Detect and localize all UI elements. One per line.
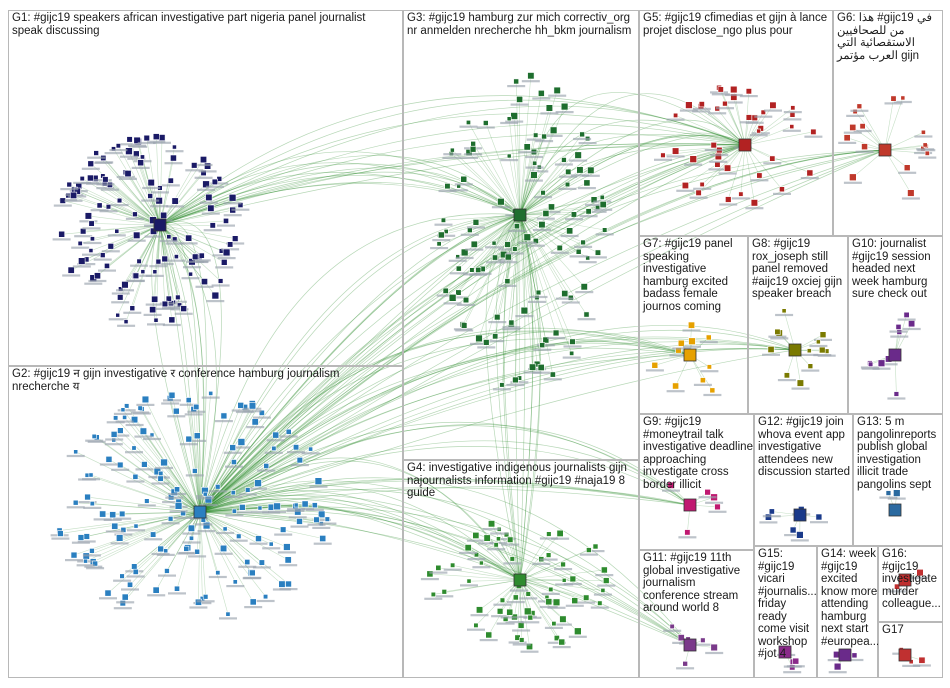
- group-label-g17: G17: [882, 624, 944, 637]
- group-panel-g15: G15: #gijc19 vicari #journalis... friday…: [754, 546, 817, 678]
- group-panel-g12: G12: #gijc19 join whova event app invest…: [754, 414, 853, 546]
- group-panel-g16: G16: #gijc19 investigate murder colleagu…: [878, 546, 943, 622]
- group-label-g6: G6: هذا #gijc19 في من للصحافيين الاستقصا…: [837, 12, 941, 62]
- group-panel-g4: G4: investigative indigenous journalists…: [403, 460, 639, 678]
- group-panel-g9: G9: #gijc19 #moneytrail talk investigati…: [639, 414, 754, 550]
- group-label-g3: G3: #gijc19 hamburg zur mich correctiv_o…: [407, 12, 639, 37]
- group-label-g15: G15: #gijc19 vicari #journalis... friday…: [758, 548, 818, 661]
- group-panel-g8: G8: #gijc19 rox_joseph still panel remov…: [748, 236, 848, 414]
- group-panel-g10: G10: journalist #gijc19 session headed n…: [848, 236, 943, 414]
- group-label-g14: G14: week #gijc19 excited know more atte…: [821, 548, 879, 648]
- group-label-g1: G1: #gijc19 speakers african investigati…: [12, 12, 397, 37]
- group-panel-g7: G7: #gijc19 panel speaking investigative…: [639, 236, 748, 414]
- group-label-g13: G13: 5 m pangolinreports publish global …: [857, 416, 943, 491]
- group-panel-g6: G6: هذا #gijc19 في من للصحافيين الاستقصا…: [833, 10, 943, 236]
- group-panel-g14: G14: week #gijc19 excited know more atte…: [817, 546, 878, 678]
- group-label-g8: G8: #gijc19 rox_joseph still panel remov…: [752, 238, 848, 301]
- group-label-g16: G16: #gijc19 investigate murder colleagu…: [882, 548, 944, 611]
- group-panel-g17: G17: [878, 622, 943, 678]
- group-panel-g3: G3: #gijc19 hamburg zur mich correctiv_o…: [403, 10, 639, 460]
- group-panel-g11: G11: #gijc19 11th global investigative j…: [639, 550, 754, 678]
- group-label-g5: G5: #gijc19 cfimedias et gijn à lance pr…: [643, 12, 831, 37]
- group-label-g10: G10: journalist #gijc19 session headed n…: [852, 238, 943, 301]
- group-label-g9: G9: #gijc19 #moneytrail talk investigati…: [643, 416, 755, 491]
- group-panel-g5: G5: #gijc19 cfimedias et gijn à lance pr…: [639, 10, 833, 236]
- group-label-g11: G11: #gijc19 11th global investigative j…: [643, 552, 755, 615]
- group-panel-g13: G13: 5 m pangolinreports publish global …: [853, 414, 943, 546]
- group-panel-g1: G1: #gijc19 speakers african investigati…: [8, 10, 403, 366]
- group-label-g12: G12: #gijc19 join whova event app invest…: [758, 416, 853, 479]
- group-panel-g2: G2: #gijc19 न gijn investigative र confe…: [8, 366, 403, 678]
- group-label-g2: G2: #gijc19 न gijn investigative र confe…: [12, 368, 397, 393]
- group-label-g7: G7: #gijc19 panel speaking investigative…: [643, 238, 747, 313]
- group-label-g4: G4: investigative indigenous journalists…: [407, 462, 639, 500]
